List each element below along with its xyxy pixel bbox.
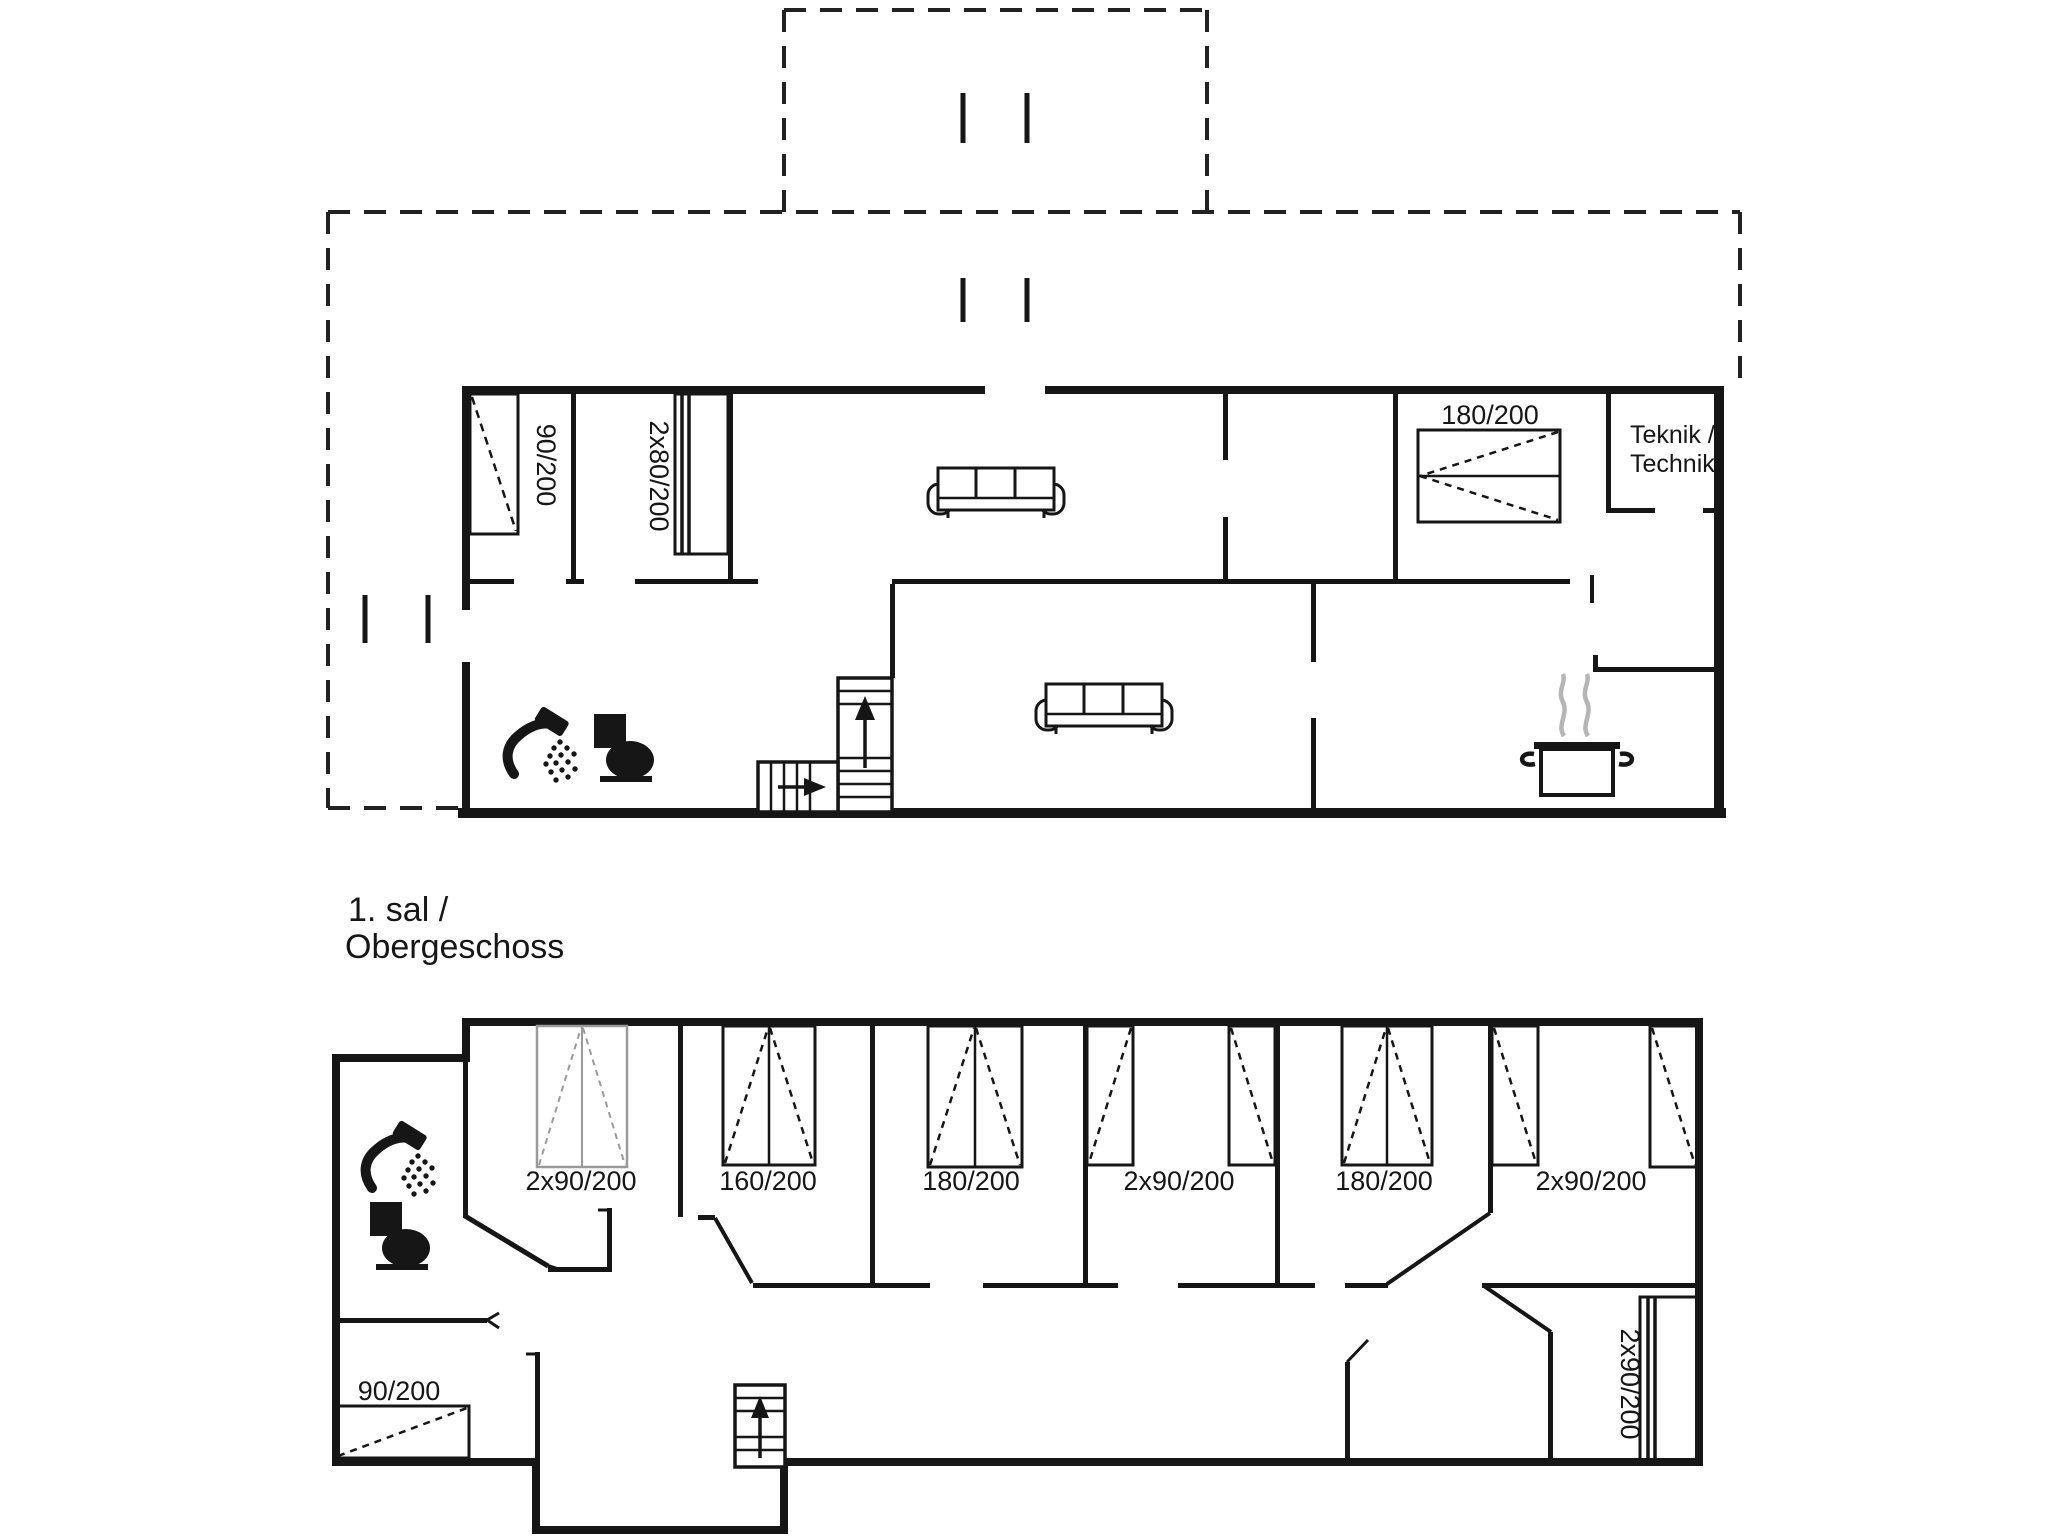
bed-size-label: 2x90/200	[1535, 1166, 1646, 1196]
stairs-up-icon	[733, 1383, 787, 1469]
stairs-up-icon	[756, 676, 894, 814]
bed-size-label: 180/200	[922, 1166, 1020, 1196]
shower-icon	[502, 706, 578, 783]
gf-bunk-bed-2x80x200: 2x80/200	[644, 392, 730, 556]
floor-label: 1. sal / Obergeschoss	[345, 891, 564, 966]
bed-size-label: 2x80/200	[644, 420, 674, 531]
sofa-icon	[926, 466, 1066, 518]
svg-text:1. sal /: 1. sal /	[348, 891, 449, 929]
bed-size-label: 90/200	[358, 1376, 441, 1406]
terrace-dashed-outline	[326, 8, 1742, 810]
ff-bed-90x200: 90/200	[334, 1376, 471, 1460]
bed-size-label: 180/200	[1335, 1166, 1433, 1196]
svg-text:Teknik /: Teknik /	[1630, 421, 1715, 449]
terrace-opening-ticks	[362, 93, 1030, 643]
ff-beds-2x90x200-b: 2x90/200	[1490, 1024, 1699, 1196]
bed-size-label: 90/200	[531, 424, 561, 507]
cooking-pot-icon	[1519, 673, 1635, 797]
gf-double-bed-180x200: 180/200	[1416, 400, 1562, 524]
sofa-icon	[1034, 682, 1174, 734]
ff-bed-160x200: 160/200	[719, 1024, 817, 1196]
shower-icon	[360, 1120, 436, 1197]
bed-size-label: 160/200	[719, 1166, 817, 1196]
ground-floor-plan: 90/200 2x80/200 180/200 Teknik / Technik	[326, 8, 1742, 818]
svg-text:Obergeschoss: Obergeschoss	[345, 928, 564, 966]
gf-bed-single-90x200: 90/200	[468, 392, 561, 536]
technik-room-label: Teknik / Technik	[1630, 421, 1715, 478]
bed-size-label: 180/200	[1441, 400, 1539, 430]
ff-interior-walls	[336, 1026, 1703, 1458]
ff-bed-2x90x200-light: 2x90/200	[525, 1024, 637, 1196]
ff-beds-2x90x200: 2x90/200	[1085, 1024, 1277, 1196]
toilet-icon	[594, 714, 654, 782]
toilet-icon	[370, 1202, 430, 1270]
svg-text:Technik: Technik	[1630, 450, 1715, 478]
gf-interior-walls	[470, 394, 1714, 808]
ff-bunk-bed-2x90x200: 2x90/200	[1615, 1295, 1699, 1462]
bed-size-label: 2x90/200	[1615, 1328, 1645, 1439]
first-floor-plan: 2x90/200 160/200 180/200 2x90/200	[332, 1018, 1703, 1534]
gf-exterior-walls	[458, 386, 1726, 818]
bed-size-label: 2x90/200	[1123, 1166, 1234, 1196]
ff-exterior-walls	[332, 1018, 1703, 1534]
ff-bed-180x200: 180/200	[922, 1024, 1024, 1196]
ff-bed-180x200-b: 180/200	[1335, 1024, 1434, 1196]
bed-size-label: 2x90/200	[525, 1166, 636, 1196]
